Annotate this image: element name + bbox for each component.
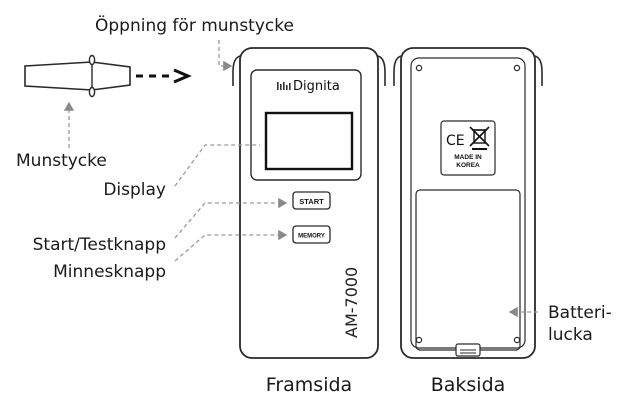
caption-front: Framsida xyxy=(266,374,352,396)
front-device: Dignita START MEMORY AM-7000 xyxy=(232,47,386,359)
brand-logo-icon xyxy=(277,82,291,90)
ce-mark-icon: CE xyxy=(446,133,465,149)
label-display: Display xyxy=(103,180,166,200)
label-start-test: Start/Testknapp xyxy=(33,235,166,255)
caption-back: Baksida xyxy=(431,374,506,396)
model-label: AM-7000 xyxy=(342,267,361,338)
mouthpiece-illustration xyxy=(24,54,192,98)
label-battery-line1: Batteri- xyxy=(548,303,612,323)
label-battery-line2: lucka xyxy=(548,325,593,345)
memory-key xyxy=(292,225,331,244)
brand-name: Dignita xyxy=(293,79,340,94)
label-mouthpiece: Munstycke xyxy=(16,151,107,171)
back-device: CE MADE IN KOREA xyxy=(393,47,543,359)
made-in-line1: MADE IN xyxy=(454,154,482,161)
label-memory-button: Minnesknapp xyxy=(53,262,166,282)
memory-key-label: MEMORY xyxy=(298,234,325,240)
start-key xyxy=(292,191,331,210)
weee-bin-icon xyxy=(469,126,490,150)
label-opening: Öppning för munstycke xyxy=(95,14,294,36)
display-screen xyxy=(264,111,354,171)
made-in-line2: KOREA xyxy=(456,162,480,169)
leader-lines xyxy=(63,40,538,318)
start-key-label: START xyxy=(299,197,324,206)
battery-latch xyxy=(455,343,481,357)
